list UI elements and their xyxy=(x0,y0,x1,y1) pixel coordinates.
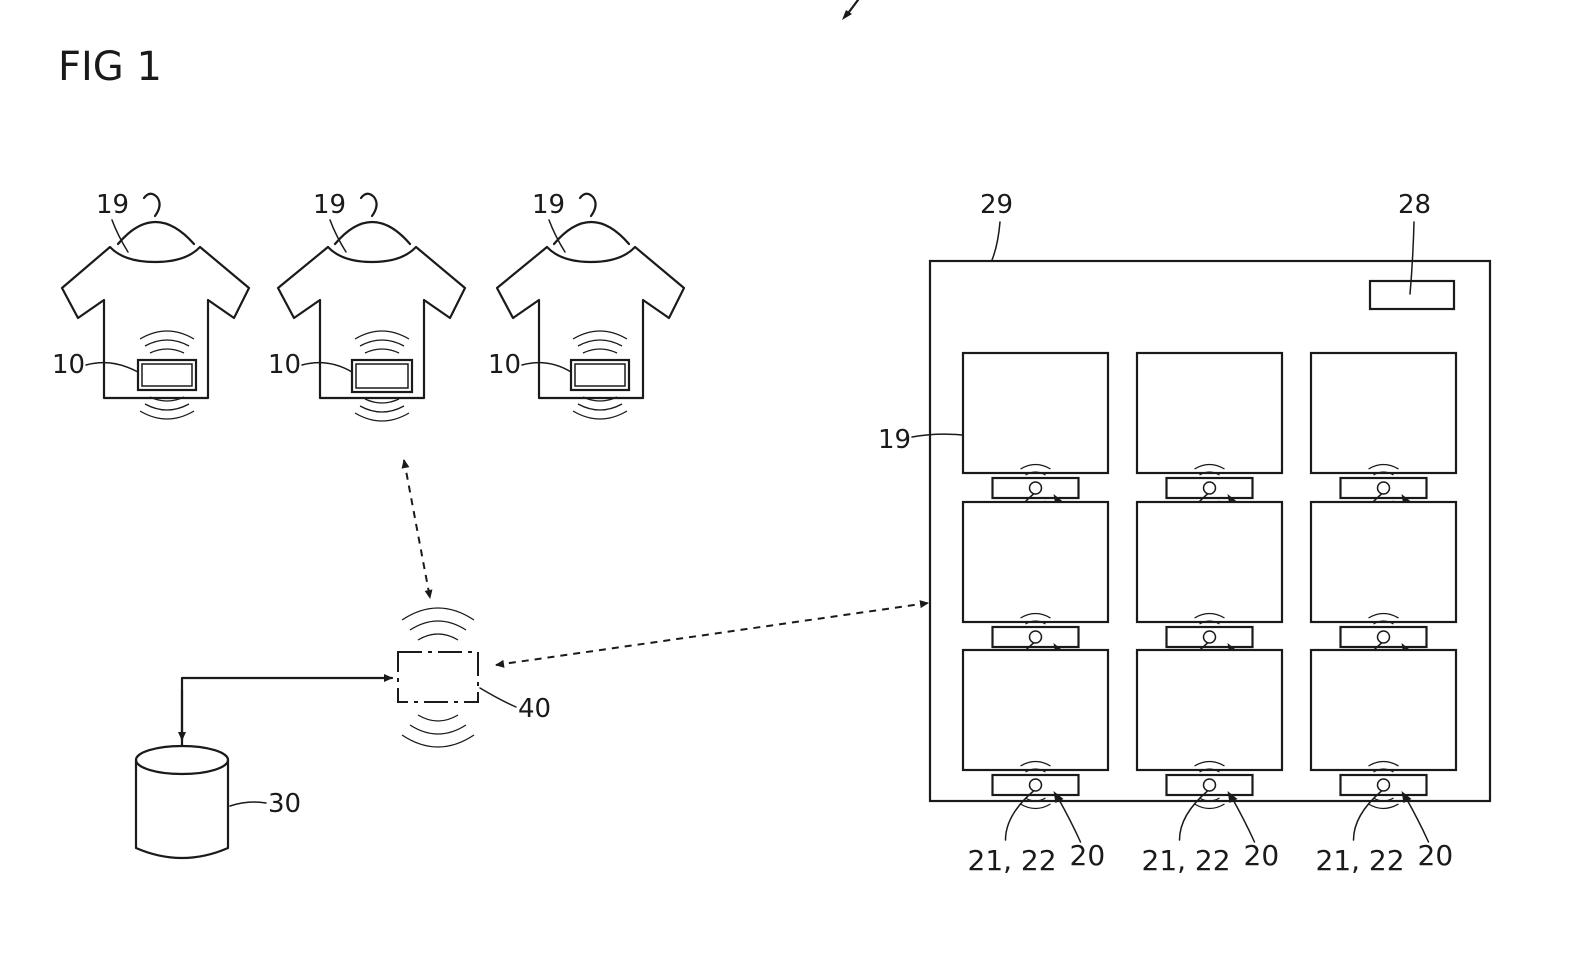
hanger-icon xyxy=(335,222,410,244)
leader-line xyxy=(1058,797,1081,842)
reader-unit xyxy=(993,775,1079,795)
garment-label: 19 xyxy=(532,190,565,220)
cabinet-compartment xyxy=(963,502,1108,622)
garment-1: 19 10 xyxy=(52,190,249,419)
wireless-link-garments xyxy=(404,460,430,598)
database: 30 xyxy=(136,678,392,858)
reader-unit xyxy=(993,627,1079,647)
cabinet-compartment xyxy=(963,353,1108,473)
compartment-ref-label: 20 xyxy=(1418,839,1454,872)
reader-unit xyxy=(1341,775,1427,795)
cabinet-control-unit xyxy=(1370,281,1454,309)
tag-label: 10 xyxy=(268,350,301,380)
hanger-icon xyxy=(118,222,194,244)
stored-item-label: 19 xyxy=(878,425,911,455)
cabinet-compartment xyxy=(1137,353,1282,473)
garment-3: 19 10 xyxy=(488,190,684,419)
cabinet-label: 29 xyxy=(980,190,1013,220)
reader-unit xyxy=(993,478,1079,498)
database-label: 30 xyxy=(268,789,301,819)
reader-unit xyxy=(1341,627,1427,647)
cabinet-compartment xyxy=(1311,502,1456,622)
base-station: 40 xyxy=(398,608,551,747)
control-unit-label: 28 xyxy=(1398,190,1431,220)
garment-label: 19 xyxy=(313,190,346,220)
cabinet: 29 28 19 21, 222021, 232021, 222021, 222… xyxy=(878,190,1490,877)
compartment-id-label: 21, 22 xyxy=(968,844,1057,877)
reader-unit xyxy=(1341,478,1427,498)
compartment-id-label: 21, 22 xyxy=(1142,844,1231,877)
compartment-ref-label: 20 xyxy=(1244,839,1280,872)
tag-label: 10 xyxy=(52,350,85,380)
garment-2: 19 10 xyxy=(268,190,465,421)
wireless-link-cabinet xyxy=(496,603,928,665)
reader-unit xyxy=(1167,775,1253,795)
cabinet-compartment xyxy=(963,650,1108,770)
reader-unit xyxy=(1167,627,1253,647)
leader-line xyxy=(1406,797,1429,842)
reader-unit xyxy=(1167,478,1253,498)
tag-label: 10 xyxy=(488,350,521,380)
base-station-label: 40 xyxy=(518,694,551,724)
cabinet-compartment xyxy=(1311,353,1456,473)
rfid-tag-2 xyxy=(352,360,412,392)
garment-label: 19 xyxy=(96,190,129,220)
figure-title: FIG 1 xyxy=(58,44,162,90)
cabinet-compartment xyxy=(1137,502,1282,622)
compartment-id-label: 21, 22 xyxy=(1316,844,1405,877)
cabinet-compartment xyxy=(1137,650,1282,770)
compartment-ref-label: 20 xyxy=(1070,839,1106,872)
leader-line xyxy=(1232,797,1255,842)
cabinet-compartment xyxy=(1311,650,1456,770)
hanger-icon xyxy=(554,222,629,244)
